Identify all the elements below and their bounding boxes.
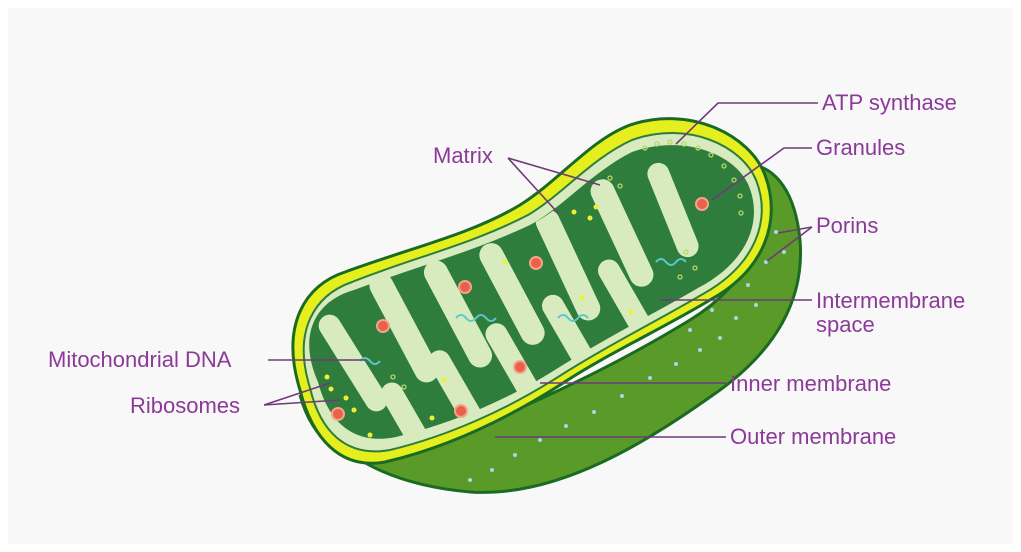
ribosome bbox=[588, 216, 593, 221]
label-atp-synthase: ATP synthase bbox=[822, 91, 957, 115]
porin bbox=[490, 468, 494, 472]
ribosome bbox=[325, 375, 330, 380]
porin bbox=[754, 303, 758, 307]
porin bbox=[774, 230, 778, 234]
ribosome bbox=[580, 296, 585, 301]
porin bbox=[688, 328, 692, 332]
label-ribosomes: Ribosomes bbox=[130, 394, 240, 418]
ribosome bbox=[368, 433, 373, 438]
porin bbox=[734, 316, 738, 320]
granule bbox=[332, 408, 344, 420]
ribosome bbox=[503, 260, 508, 265]
label-mitochondrial-dna: Mitochondrial DNA bbox=[48, 348, 231, 372]
porin bbox=[710, 308, 714, 312]
porin bbox=[782, 250, 786, 254]
ribosome bbox=[629, 310, 634, 315]
label-outer-membrane: Outer membrane bbox=[730, 425, 896, 449]
label-granules: Granules bbox=[816, 136, 905, 160]
porin bbox=[620, 394, 624, 398]
ribosome bbox=[329, 387, 334, 392]
ribosome bbox=[344, 396, 349, 401]
granule bbox=[530, 257, 542, 269]
granule bbox=[455, 405, 467, 417]
label-inner-membrane: Inner membrane bbox=[730, 372, 891, 396]
porin bbox=[746, 283, 750, 287]
porin bbox=[538, 438, 542, 442]
porin bbox=[648, 376, 652, 380]
porin bbox=[468, 478, 472, 482]
ribosome bbox=[594, 205, 599, 210]
granule bbox=[459, 281, 471, 293]
ribosome bbox=[352, 408, 357, 413]
porin bbox=[674, 362, 678, 366]
porin bbox=[564, 424, 568, 428]
porin bbox=[698, 348, 702, 352]
granule bbox=[377, 320, 389, 332]
porin bbox=[592, 410, 596, 414]
granule bbox=[514, 361, 526, 373]
label-porins: Porins bbox=[816, 214, 878, 238]
ribosome bbox=[442, 378, 447, 383]
granule bbox=[696, 198, 708, 210]
label-matrix: Matrix bbox=[433, 144, 493, 168]
porin bbox=[718, 336, 722, 340]
porin bbox=[513, 453, 517, 457]
ribosome bbox=[430, 416, 435, 421]
ribosome bbox=[572, 210, 577, 215]
label-intermembrane-space: Intermembrane space bbox=[816, 289, 965, 337]
